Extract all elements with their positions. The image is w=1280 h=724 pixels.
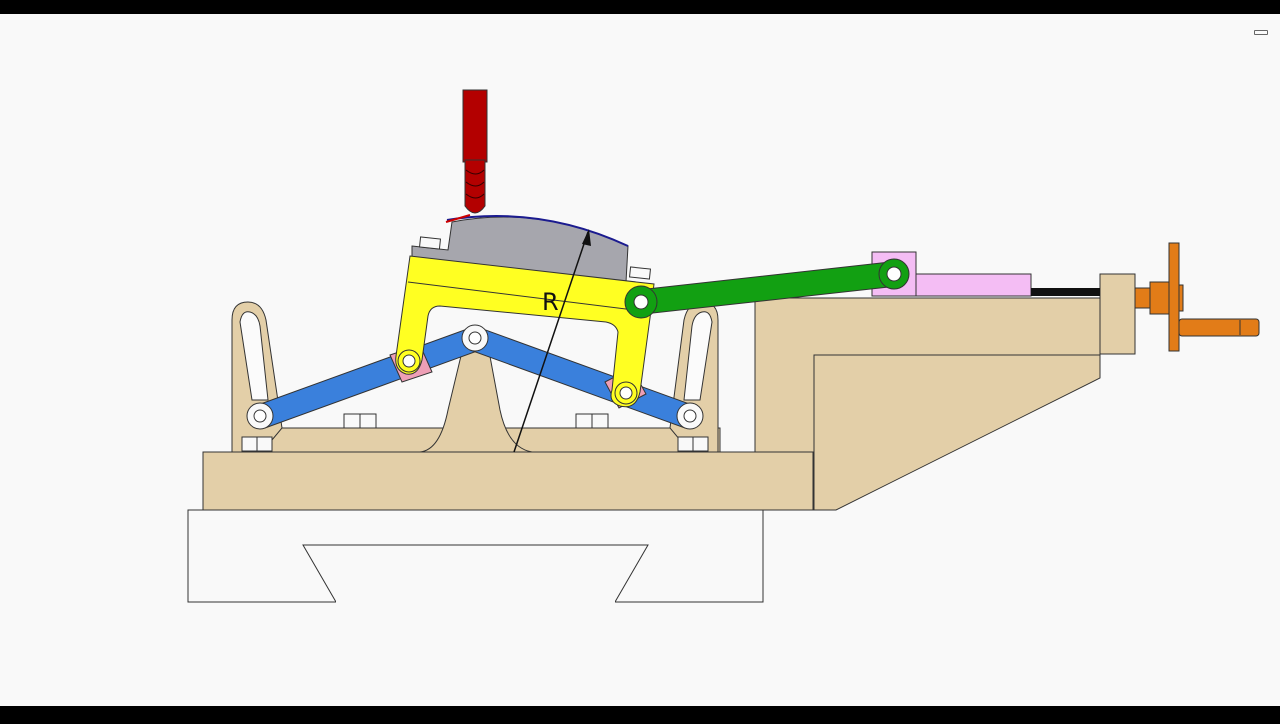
pin-center	[461, 324, 489, 352]
lead-screw	[1031, 288, 1100, 296]
pin-green-left	[624, 285, 658, 319]
minimize-icon	[1254, 30, 1268, 35]
pin-right-upright	[676, 402, 704, 430]
machined-arc	[446, 215, 629, 247]
milling-cutter	[462, 89, 488, 214]
bottom-letterbox-bar	[0, 706, 1280, 720]
radius-indicator	[513, 229, 591, 453]
minimize-button[interactable]	[1252, 27, 1270, 37]
radius-label: R	[542, 288, 559, 316]
pivot-pins	[246, 258, 910, 430]
baseplate	[202, 451, 814, 511]
pin-left-upright	[246, 402, 274, 430]
handwheel	[1134, 242, 1260, 352]
machine-table	[187, 509, 764, 603]
top-letterbox-bar	[0, 0, 1280, 14]
pin-cradle-right	[614, 381, 638, 405]
hex-nuts	[241, 413, 709, 452]
fixed-body	[754, 273, 1136, 511]
pin-cradle-left	[397, 349, 421, 373]
pin-green-right	[878, 258, 910, 290]
yellow-cradle	[395, 255, 655, 408]
